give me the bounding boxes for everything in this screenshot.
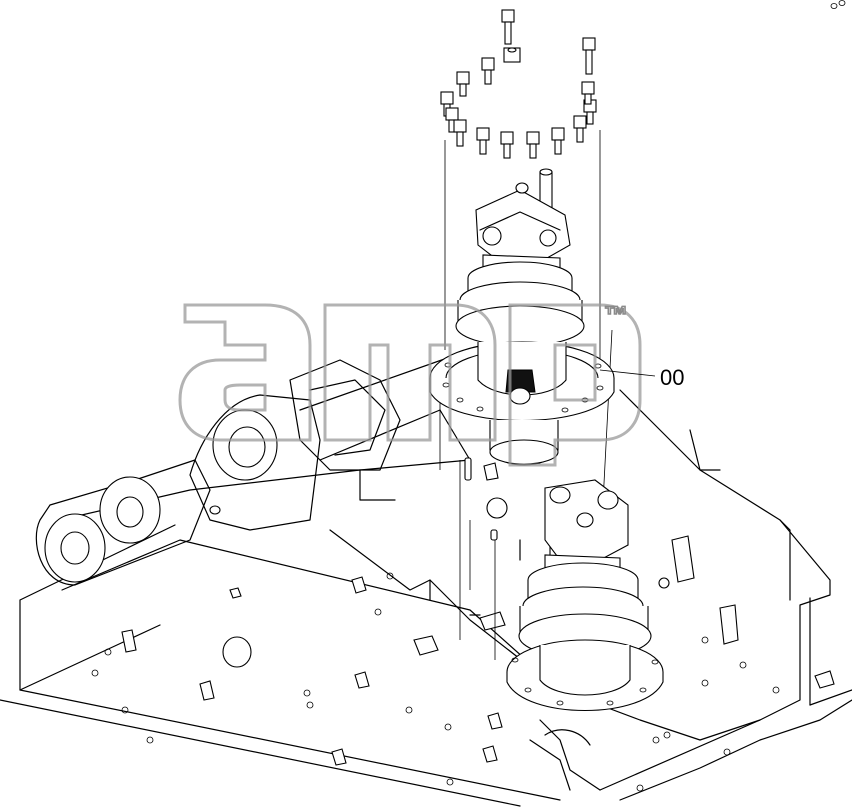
bolt bbox=[582, 37, 596, 75]
washer bbox=[503, 47, 521, 63]
mounting-clips bbox=[121, 457, 835, 766]
swing-motor-exploded bbox=[429, 168, 615, 466]
bolt bbox=[526, 131, 540, 159]
bolt bbox=[500, 131, 514, 159]
watermark: ™ bbox=[178, 301, 642, 467]
bolt bbox=[476, 127, 490, 155]
bolt bbox=[453, 119, 467, 147]
bolt bbox=[481, 57, 495, 85]
callout-swing-motor: 00 bbox=[599, 365, 684, 390]
mounting-bolts bbox=[440, 9, 597, 159]
trademark-symbol: ™ bbox=[604, 302, 628, 329]
bolt bbox=[551, 127, 565, 155]
bolt bbox=[581, 81, 595, 105]
frame-holes bbox=[91, 497, 780, 792]
bolt bbox=[573, 115, 587, 143]
corner-mark bbox=[830, 0, 846, 9]
bolt bbox=[456, 71, 470, 97]
swing-motor-installed bbox=[506, 479, 664, 711]
callout-label: 00 bbox=[660, 365, 684, 390]
bolt bbox=[501, 9, 515, 45]
revolving-frame bbox=[0, 389, 852, 807]
bolt bbox=[445, 107, 459, 133]
